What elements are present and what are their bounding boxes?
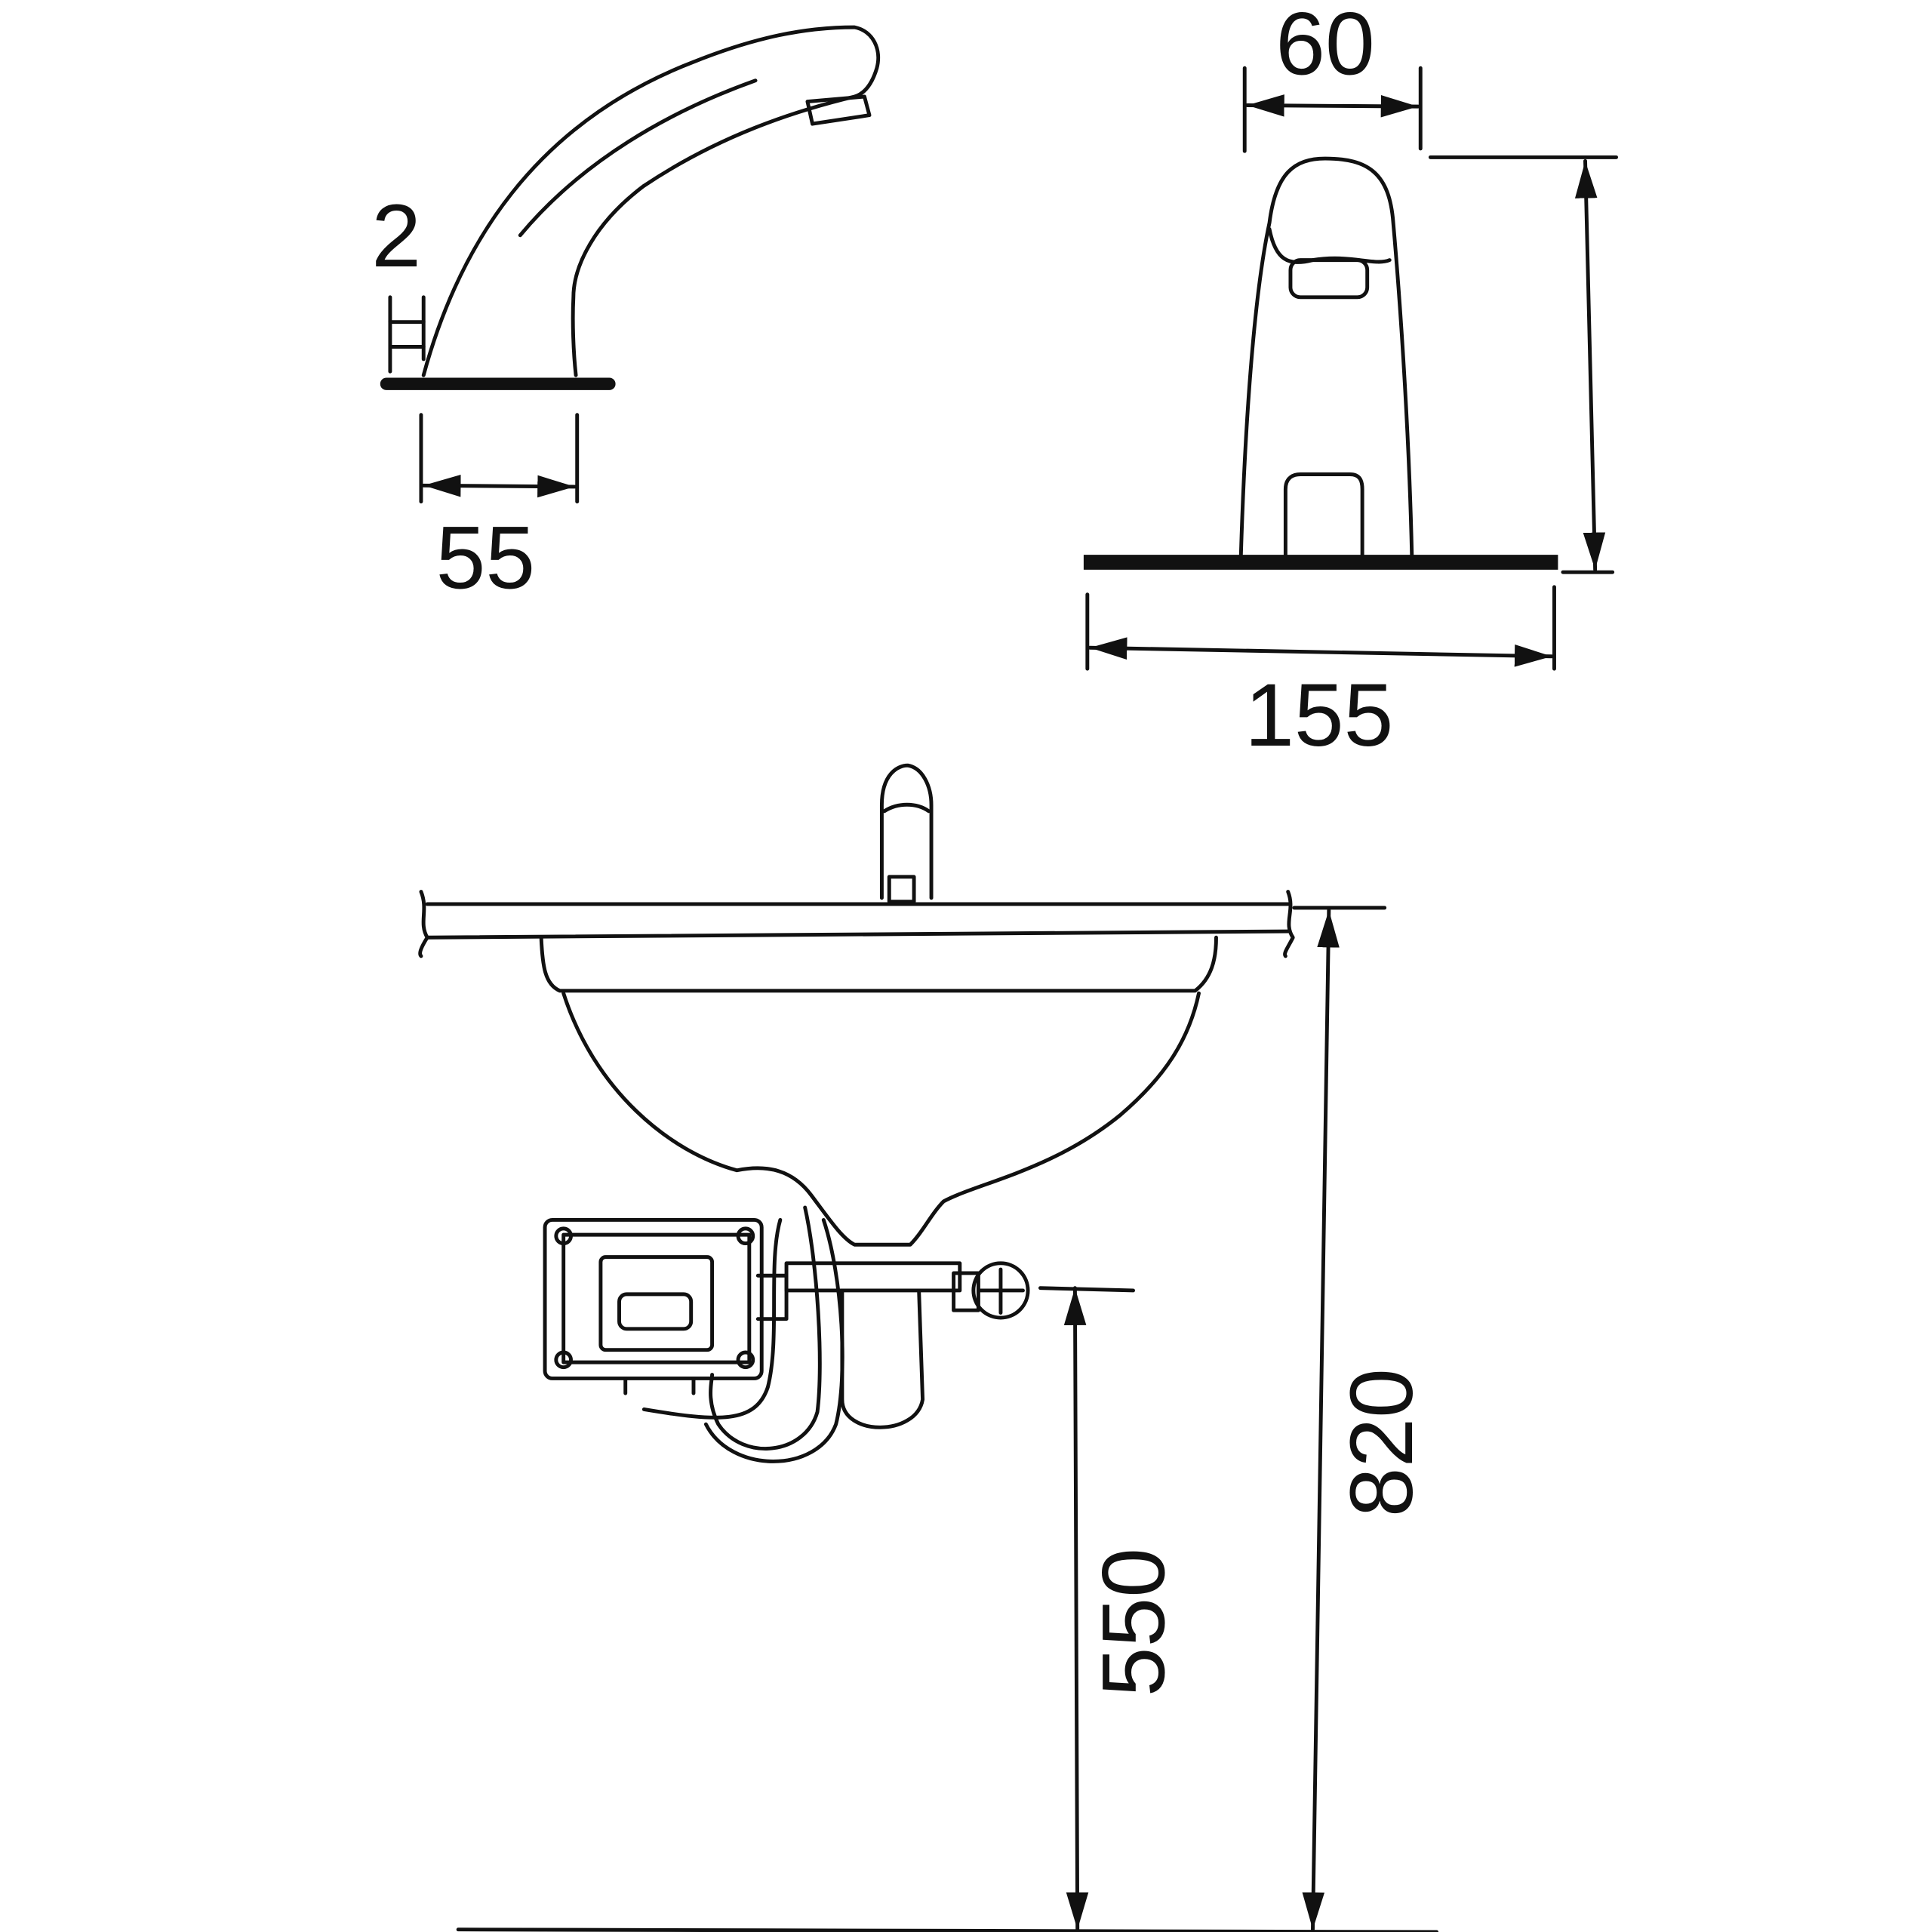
dim-label-valve-height: 550: [1084, 1548, 1184, 1697]
faucet-front-view: 60 155: [1083, 0, 1618, 765]
dim-label-top-width: 60: [1275, 0, 1374, 94]
dim-label-counter-height: 820: [1332, 1368, 1432, 1517]
faucet-side-view: 2 55: [371, 25, 881, 608]
basin-installation-view: 550 820: [418, 763, 1439, 1932]
dim-label-depth: 55: [436, 508, 535, 608]
dim-label-height: 2: [371, 186, 421, 286]
dim-label-base-width: 155: [1244, 666, 1393, 765]
